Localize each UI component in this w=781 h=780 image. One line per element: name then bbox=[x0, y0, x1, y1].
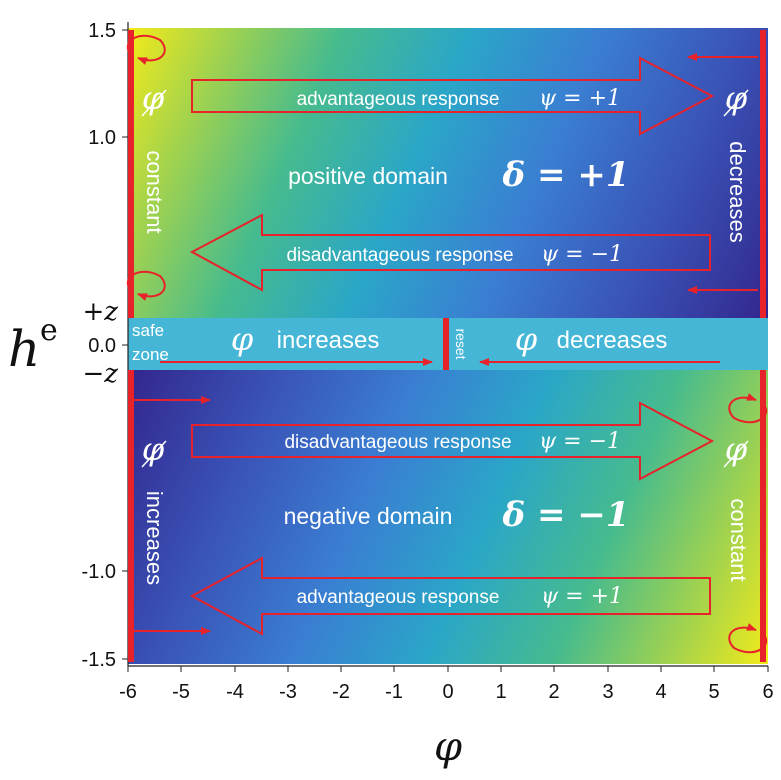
lower-disadvantageous-psi: ψ = −1 bbox=[539, 429, 621, 454]
phi-slash bbox=[141, 440, 167, 468]
y-tick-label: -1.0 bbox=[82, 561, 116, 583]
negative-delta-label: δ = −1 bbox=[502, 495, 630, 535]
phi-symbol: φ bbox=[142, 79, 165, 117]
phi-symbol: φ bbox=[142, 430, 165, 468]
phi-symbol: φ bbox=[515, 320, 538, 358]
lower-right-loop-arrow bbox=[728, 623, 768, 654]
phi-slash bbox=[141, 89, 167, 117]
y-axis-title: h bbox=[8, 320, 40, 378]
x-tick-label: -6 bbox=[119, 681, 137, 703]
upper-disadvantageous-psi: ψ = −1 bbox=[541, 242, 623, 267]
lower-disadvantageous-label: disadvantageous response bbox=[284, 432, 511, 453]
x-tick-label: -2 bbox=[332, 681, 350, 703]
positive-domain-area bbox=[128, 28, 768, 318]
lower-advantageous-psi: ψ = +1 bbox=[541, 584, 623, 609]
x-tick-label: 5 bbox=[708, 681, 719, 703]
y-axis-title-superscript: e bbox=[40, 313, 58, 348]
y-tick-label: 1.5 bbox=[88, 20, 116, 42]
lower-right-loop-arrow bbox=[728, 393, 768, 424]
band-increases-label: increases bbox=[277, 327, 380, 354]
upper-disadvantageous-arrow bbox=[189, 213, 711, 292]
positive-domain-label: positive domain bbox=[288, 163, 448, 189]
lower-disadvantageous-arrow bbox=[191, 401, 715, 481]
x-tick-label: 1 bbox=[495, 681, 506, 703]
lower-left-wall-label: increases bbox=[142, 491, 167, 585]
x-tick-label: -1 bbox=[385, 681, 403, 703]
safe-zone-label-line2: zone bbox=[132, 345, 169, 364]
phi-symbol: φ bbox=[725, 79, 748, 117]
upper-left-loop-arrow bbox=[126, 34, 166, 65]
upper-disadvantageous-label: disadvantageous response bbox=[286, 245, 513, 266]
negative-domain-label: negative domain bbox=[284, 503, 453, 529]
x-tick-label: 3 bbox=[602, 681, 613, 703]
y-tick-label: -1.5 bbox=[82, 649, 116, 671]
band-decreases-label: decreases bbox=[557, 327, 668, 354]
x-tick-label: -5 bbox=[172, 681, 190, 703]
lower-advantageous-label: advantageous response bbox=[297, 587, 500, 608]
phi-slash bbox=[723, 89, 749, 117]
x-tick-label: -4 bbox=[226, 681, 244, 703]
x-tick-label: 2 bbox=[548, 681, 559, 703]
x-tick-label: 6 bbox=[762, 681, 773, 703]
phi-slash bbox=[723, 440, 749, 468]
y-plus-z-label: +z bbox=[83, 297, 119, 327]
y-minus-z-label: −z bbox=[83, 359, 119, 389]
x-axis-title: φ bbox=[434, 724, 462, 770]
safe-zone-label-line1: safe bbox=[132, 321, 164, 340]
y-tick-label: 0.0 bbox=[88, 335, 116, 357]
x-tick-marks bbox=[127, 666, 769, 672]
upper-advantageous-label: advantageous response bbox=[297, 89, 500, 110]
y-tick-label: 1.0 bbox=[88, 127, 116, 149]
y-tick-marks bbox=[122, 29, 128, 660]
upper-right-wall-label: decreases bbox=[725, 141, 750, 243]
phi-symbol: φ bbox=[231, 320, 254, 358]
positive-delta-label: δ = +1 bbox=[502, 155, 630, 195]
phi-symbol: φ bbox=[725, 430, 748, 468]
x-tick-label: 4 bbox=[655, 681, 666, 703]
upper-advantageous-psi: ψ = +1 bbox=[539, 86, 621, 111]
x-tick-label: 0 bbox=[442, 681, 453, 703]
upper-left-wall-label: constant bbox=[142, 150, 167, 233]
lower-right-wall-label: constant bbox=[726, 498, 751, 581]
lower-advantageous-arrow bbox=[189, 556, 711, 636]
upper-advantageous-arrow bbox=[191, 56, 715, 136]
upper-left-loop-arrow bbox=[126, 270, 166, 301]
x-tick-label: -3 bbox=[279, 681, 297, 703]
reset-label: reset bbox=[453, 328, 469, 359]
